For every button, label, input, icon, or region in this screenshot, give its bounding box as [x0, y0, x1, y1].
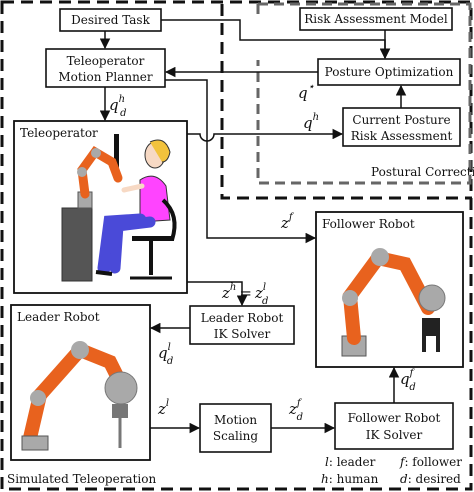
motion-scaling-label-2: Scaling	[213, 429, 259, 443]
risk-assessment-label-1: Current Posture	[352, 113, 450, 127]
desired-task-box: Desired Task	[59, 8, 162, 32]
label-q-star: q⋆	[298, 80, 315, 102]
motion-planner-box: Teleoperator Motion Planner	[45, 48, 166, 88]
follower-ik-box: Follower Robot IK Solver	[334, 402, 454, 450]
risk-model-label: Risk Assessment Model	[304, 12, 448, 26]
risk-assessment-box: Current Posture Risk Assessment	[342, 107, 461, 147]
legend-follower: f: follower	[399, 455, 462, 469]
label-z-f: zf	[280, 212, 295, 232]
legend-human: h: human	[321, 472, 379, 486]
follower-ik-label-1: Follower Robot	[348, 411, 441, 425]
label-q-h: qh	[303, 112, 319, 132]
follower-robot-label: Follower Robot	[322, 217, 415, 231]
desk-illustration	[61, 207, 93, 282]
legend-desired: d: desired	[400, 472, 461, 486]
simulated-teleoperation-label: Simulated Teleoperation	[7, 472, 156, 486]
leader-robot-illustration	[21, 341, 138, 451]
risk-model-box: Risk Assessment Model	[299, 7, 453, 31]
leader-ik-label-2: IK Solver	[214, 327, 271, 341]
motion-planner-label-2: Motion Planner	[58, 70, 153, 84]
teleoperator-label: Teleoperator	[20, 126, 98, 140]
operator-person-illustration	[95, 139, 171, 276]
teleoperator-robot-illustration	[77, 146, 123, 209]
leader-ik-label-1: Leader Robot	[201, 311, 284, 325]
connection-arrows	[99, 19, 407, 434]
label-z-l: zl	[157, 398, 169, 418]
follower-ik-label-2: IK Solver	[366, 428, 423, 442]
monitor-illustration	[114, 134, 119, 178]
motion-scaling-label-1: Motion	[214, 413, 257, 427]
follower-robot-illustration	[341, 248, 446, 357]
motion-planner-label-1: Teleoperator	[67, 54, 145, 68]
desired-task-label: Desired Task	[71, 13, 150, 27]
leader-robot-label: Leader Robot	[17, 310, 100, 324]
risk-assessment-label-2: Risk Assessment	[351, 129, 453, 143]
follower-robot-panel: Follower Robot	[315, 211, 464, 368]
teleoperator-panel: Teleoperator	[13, 120, 188, 294]
arrow-planner-to-follower	[165, 79, 317, 244]
postural-correction-region	[256, 2, 472, 185]
legend: l: leader f: follower h: human d: desire…	[321, 455, 462, 486]
leader-robot-panel: Leader Robot	[10, 304, 151, 461]
line-teleoperator-bottom	[187, 281, 243, 293]
posture-optimization-label: Posture Optimization	[325, 65, 454, 79]
chair-illustration	[130, 198, 177, 280]
posture-optimization-box: Posture Optimization	[317, 58, 461, 86]
leader-ik-box: Leader Robot IK Solver	[189, 305, 295, 345]
motion-scaling-box: Motion Scaling	[199, 403, 272, 453]
legend-leader: l: leader	[325, 455, 376, 469]
inner-dashed-border	[220, 4, 472, 200]
arrow-teleoperator-to-risk	[187, 128, 344, 142]
postural-correction-label: Postural Correction	[371, 165, 474, 179]
